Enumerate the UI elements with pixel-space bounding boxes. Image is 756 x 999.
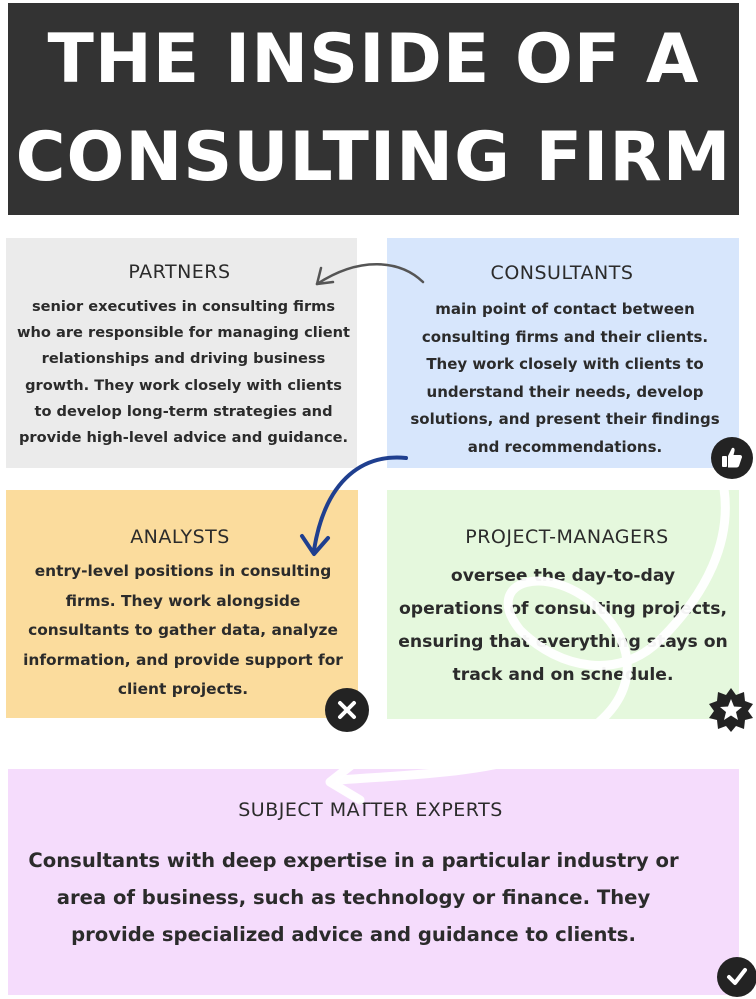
- analysts-description: entry-level positions in consulting firm…: [23, 562, 343, 698]
- title-line-2: CONSULTING FIRM: [15, 118, 732, 197]
- star-badge-icon: [709, 688, 753, 732]
- subject-matter-experts-description: Consultants with deep expertise in a par…: [28, 849, 679, 946]
- consultants-heading: CONSULTANTS: [490, 262, 634, 284]
- curved-arrow-icon: [315, 263, 425, 286]
- close-icon: [325, 688, 369, 732]
- project-managers-line: track and on schedule.: [452, 665, 674, 685]
- consultants-description: main point of contact between consulting…: [410, 300, 720, 456]
- analysts-card: ANALYSTS entry-level positions in consul…: [6, 490, 358, 718]
- project-managers-card: PROJECT-MANAGERS oversee the day-to-day …: [387, 490, 739, 719]
- title-line-1: THE INSIDE OF A: [47, 20, 700, 99]
- partners-card: PARTNERS senior executives in consulting…: [6, 238, 357, 468]
- partners-heading: PARTNERS: [128, 261, 231, 283]
- subject-matter-experts-heading: SUBJECT MATTER EXPERTS: [238, 799, 503, 821]
- project-managers-heading: PROJECT-MANAGERS: [465, 526, 669, 548]
- thumbs-up-icon: [711, 437, 753, 479]
- partners-description: senior executives in consulting firms wh…: [17, 298, 350, 447]
- title-banner: THE INSIDE OF A CONSULTING FIRM: [8, 3, 739, 215]
- white-curve-arrow-icon: [325, 465, 730, 805]
- blue-curved-arrow-icon: [300, 455, 408, 556]
- consultants-card: CONSULTANTS main point of contact betwee…: [387, 238, 739, 468]
- checkmark-icon: [717, 957, 756, 997]
- subject-matter-experts-card: SUBJECT MATTER EXPERTS Consultants with …: [8, 769, 739, 995]
- project-managers-line: oversee the day-to-day: [450, 566, 676, 586]
- analysts-heading: ANALYSTS: [130, 526, 230, 548]
- project-managers-line: operations of consulting projects,: [399, 599, 727, 619]
